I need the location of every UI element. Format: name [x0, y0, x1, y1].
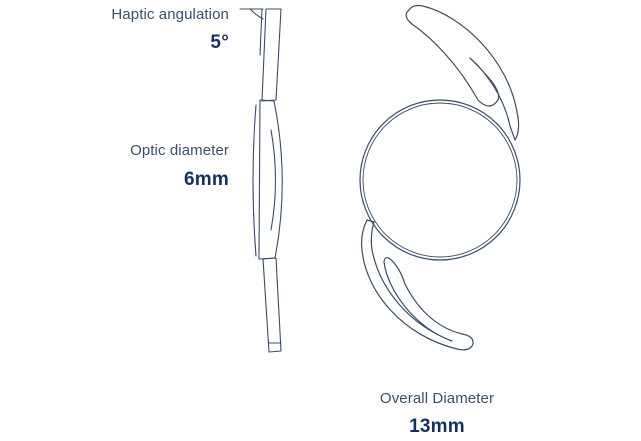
lower-haptic — [360, 219, 474, 351]
optic-profile — [258, 99, 283, 260]
optic-inner-edge — [252, 104, 257, 257]
optic-inner-outline — [362, 102, 518, 258]
upper-haptic-profile — [261, 8, 282, 102]
overall-diameter-label: Overall Diameter — [379, 390, 495, 407]
angle-reference-line — [259, 8, 263, 56]
haptic-angulation-value: 5° — [210, 32, 229, 53]
upper-haptic — [405, 4, 520, 141]
optic-surface-curve — [270, 129, 277, 231]
optic-diameter-value: 6mm — [184, 169, 229, 190]
angle-marker-arc — [249, 8, 264, 20]
lens-side-view — [239, 8, 283, 353]
optic-outline — [359, 99, 521, 261]
lower-haptic-profile — [262, 257, 282, 353]
overall-diameter-value: 13mm — [409, 416, 465, 437]
optic-diameter-label: Optic diameter — [130, 142, 229, 159]
haptic-angulation-label: Haptic angulation — [111, 6, 229, 23]
lens-front-view — [359, 4, 521, 351]
